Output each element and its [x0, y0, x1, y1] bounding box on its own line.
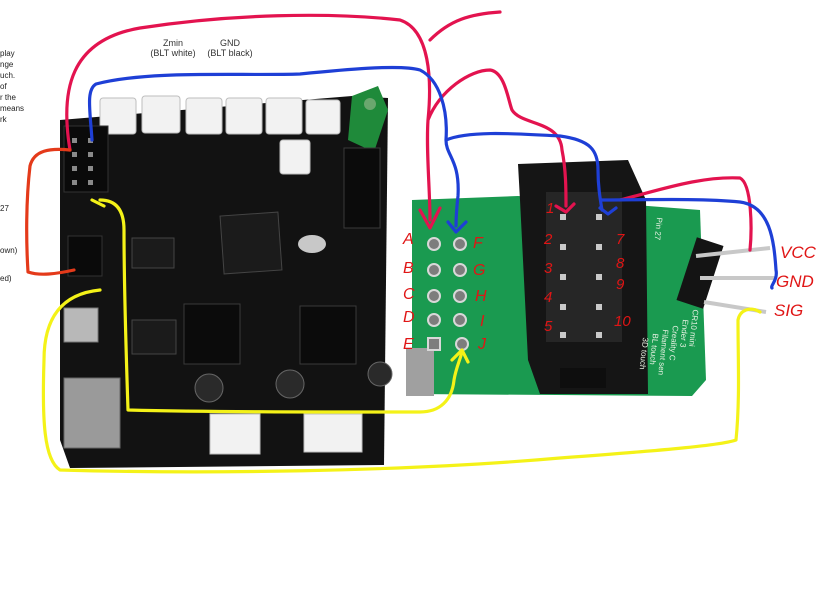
note-line: r the — [0, 93, 17, 102]
tag-red: ed) — [0, 274, 12, 283]
bottom-connector-1 — [209, 413, 261, 455]
pin-letter-e: E — [403, 336, 414, 353]
bltouch-gnd-label: GND — [776, 272, 814, 291]
pin-letter-f: F — [473, 235, 483, 252]
pin-number-4: 4 — [544, 289, 553, 306]
note-line: rk — [0, 115, 7, 124]
capacitor-3 — [367, 361, 393, 387]
connector-4 — [225, 97, 263, 135]
pin-letter-i: I — [480, 313, 485, 330]
board-notes: play nge uch. of r the means rk — [0, 48, 60, 125]
red-wire-head — [418, 202, 576, 230]
tag-27: 27 — [0, 204, 9, 213]
capacitor-2 — [275, 369, 305, 399]
pin-letter-d: D — [403, 309, 415, 326]
note-line: play — [0, 49, 15, 58]
bltouch-sig-label: SIG — [774, 301, 804, 320]
mainboard — [60, 86, 393, 468]
connector-5 — [265, 97, 303, 135]
pin-number-1: 1 — [546, 200, 555, 217]
usb-port — [63, 307, 99, 343]
connector-2 — [141, 95, 181, 134]
connector-6 — [305, 99, 341, 135]
crystal — [298, 235, 326, 253]
note-line: means — [0, 104, 25, 113]
terminal-screw — [364, 98, 376, 110]
idc-header-key — [560, 368, 606, 388]
pin-letter-a: A — [403, 231, 414, 248]
pin-number-10: 10 — [614, 313, 631, 330]
pin-letter-g: G — [473, 262, 486, 279]
adapter-pads — [427, 237, 469, 351]
idc-pins — [560, 214, 602, 338]
pin-letter-h: H — [475, 288, 487, 305]
pin-number-9: 9 — [616, 276, 625, 293]
bltouch-header — [676, 237, 776, 314]
adapter-notch — [406, 348, 434, 396]
zmin-title: Zmin — [163, 38, 183, 48]
connector-7 — [279, 139, 311, 175]
pin-number-2: 2 — [544, 231, 553, 248]
driver-chip-2 — [131, 319, 177, 355]
zmin-subtitle: (BLT white) — [150, 48, 196, 58]
connector-zmin — [185, 97, 223, 135]
yellow-wire — [41, 198, 762, 474]
heatsink-2 — [299, 305, 357, 365]
pin-number-3: 3 — [544, 260, 553, 277]
orange-red-wire — [25, 147, 76, 276]
sd-slot — [63, 377, 121, 449]
exp3-header — [63, 125, 109, 193]
note-line: uch. — [0, 71, 16, 80]
note-line: nge — [0, 60, 14, 69]
blue-wire-head — [446, 206, 618, 234]
gnd-subtitle: (BLT black) — [207, 48, 253, 58]
pin-number-8: 8 — [616, 255, 625, 272]
bottom-connector-2 — [303, 413, 363, 453]
pin-letter-j: J — [478, 336, 486, 353]
mainboard-pcb — [60, 96, 388, 468]
driver-chip-1 — [131, 237, 175, 269]
tag-down: own) — [0, 246, 18, 255]
yellow-wire-head — [90, 198, 470, 364]
pin-letter-b: B — [403, 260, 414, 277]
bltouch-vcc-label: VCC — [780, 243, 816, 262]
adapter-board — [406, 160, 776, 396]
heatsink-3 — [343, 147, 381, 229]
wires — [25, 10, 778, 474]
top-connectors — [99, 95, 341, 175]
gnd-label: GND (BLT black) — [200, 38, 260, 58]
heatsink-1 — [183, 303, 241, 365]
green-terminal — [348, 86, 388, 152]
note-line: of — [0, 82, 7, 91]
capacitor-1 — [194, 373, 224, 403]
red-wire — [65, 10, 753, 252]
connector-1 — [99, 97, 137, 135]
blue-wire — [87, 65, 778, 290]
pin-number-5: 5 — [544, 318, 553, 335]
gnd-title: GND — [220, 38, 240, 48]
pin-letter-c: C — [403, 286, 415, 303]
mcu-chip — [219, 211, 283, 275]
zmin-label: Zmin (BLT white) — [140, 38, 206, 58]
pin-number-7: 7 — [616, 231, 625, 248]
idc-header-cavity — [546, 192, 622, 342]
